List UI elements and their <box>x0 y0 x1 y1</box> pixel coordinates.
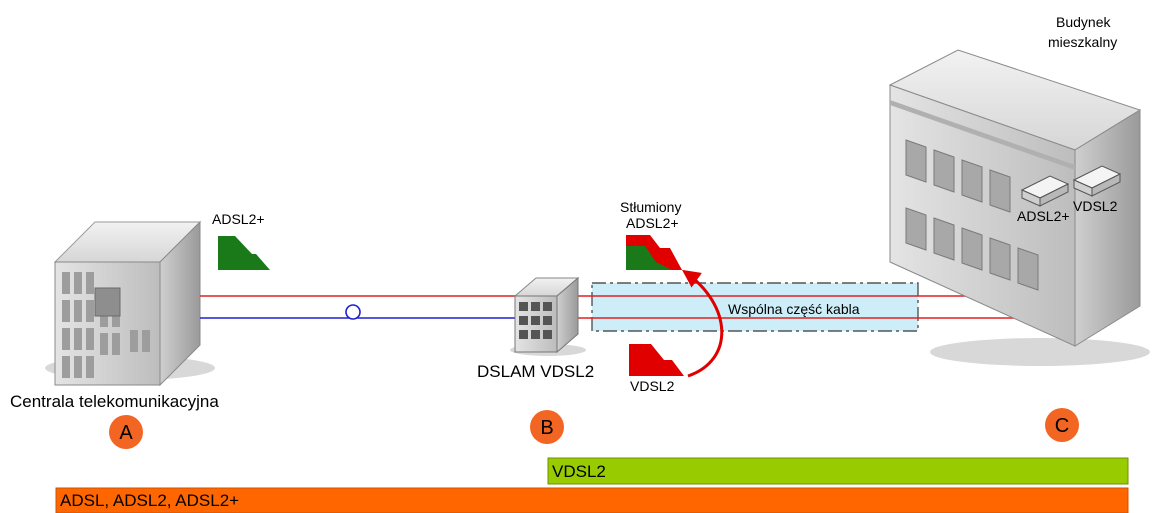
vdsl2-range-bar <box>547 457 1129 485</box>
dslam-side <box>556 276 579 354</box>
adsl-range-label: ADSL, ADSL2, ADSL2+ <box>60 491 239 510</box>
building-windows <box>905 139 1039 291</box>
shared-cable-box: Wspólna część kabla <box>591 282 919 332</box>
adsl2-spectrum-icon <box>218 236 270 270</box>
building-ledge <box>890 100 1075 170</box>
range-bar-adsl: ADSL, ADSL2, ADSL2+ <box>55 487 1129 513</box>
shared-cable-label: Wspólna część kabla <box>728 301 860 317</box>
marker-circle-b <box>530 410 564 444</box>
range-bar-vdsl2: VDSL2 <box>547 457 1129 485</box>
attenuated-adsl-spectrum-icon <box>626 246 672 270</box>
marker-letter-a: A <box>119 422 133 444</box>
dslam-ports <box>519 302 552 339</box>
central-panel <box>94 287 121 317</box>
adsl-modem <box>1020 175 1070 207</box>
marker-b: B <box>530 410 564 444</box>
crosstalk-arrow <box>682 269 724 378</box>
marker-c: C <box>1045 408 1079 442</box>
vdsl2-spectrum-icon <box>629 344 684 376</box>
central-side <box>159 220 201 387</box>
adsl-range-bar <box>55 487 1129 513</box>
building-label-line2: mieszkalny <box>1048 34 1117 50</box>
marker-letter-c: C <box>1055 415 1069 437</box>
vdsl2-signal-label: VDSL2 <box>630 378 675 394</box>
marker-a: A <box>109 415 143 449</box>
central-office-building <box>45 220 215 387</box>
vdsl-modem <box>1072 165 1122 197</box>
shared-cable-region <box>591 282 919 332</box>
vdsl2-range-label: VDSL2 <box>552 462 606 481</box>
dslam-device <box>510 276 586 356</box>
cable-lines <box>200 295 520 320</box>
building-side <box>1074 109 1141 347</box>
marker-circle-c <box>1045 408 1079 442</box>
attenuated-label-line2: ADSL2+ <box>626 215 679 231</box>
modem-adsl-label: ADSL2+ <box>1017 208 1070 224</box>
dslam-label: DSLAM VDSL2 <box>477 362 594 381</box>
attenuated-label-line1: Stłumiony <box>620 199 681 215</box>
building-label-line1: Budynek <box>1056 14 1111 30</box>
residential-building <box>888 49 1150 366</box>
adsl2-signal-label: ADSL2+ <box>212 211 265 227</box>
fiber-coil-icon <box>345 304 361 320</box>
central-label: Centrala telekomunikacyjna <box>10 392 219 411</box>
building-shadow <box>930 338 1150 366</box>
marker-letter-b: B <box>540 417 553 439</box>
marker-circle-a <box>109 415 143 449</box>
modem-vdsl-label: VDSL2 <box>1073 198 1118 214</box>
